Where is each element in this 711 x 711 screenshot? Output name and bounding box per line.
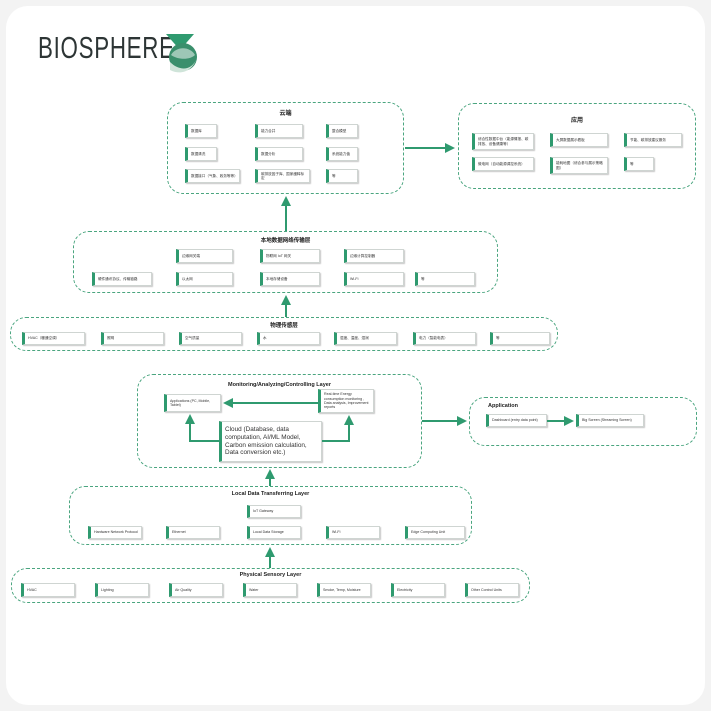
en-monitor-realtime-node: Real-time Energy consumption monitoring … bbox=[318, 389, 374, 413]
cn-app-item: 节能、碳排放建议服务 bbox=[624, 133, 682, 147]
cn-transfer-item: 边缘计算控制器 bbox=[344, 249, 404, 263]
cn-cloud-item: 数据分析 bbox=[255, 147, 303, 161]
cn-sensory-item: 湿度、温度、湿润 bbox=[334, 332, 397, 345]
cn-transfer-item: Wi-Fi bbox=[344, 272, 404, 286]
cn-cloud-item: 数据库 bbox=[185, 124, 217, 138]
cn-sensory-item: 水 bbox=[257, 332, 320, 345]
cn-sensory-item: 照明 bbox=[101, 332, 164, 345]
en-sensory-item: Electricity bbox=[391, 583, 445, 597]
cn-transfer-item: 物联网 IoT 网关 bbox=[260, 249, 320, 263]
cn-app-item: 大屏数据展示看板 bbox=[550, 133, 608, 147]
cn-app-item: 能耗地图（综合参与展示策略图） bbox=[550, 157, 608, 174]
en-transfer-item: Ethernet bbox=[166, 526, 220, 539]
cn-transfer-item: 边缘网关端 bbox=[176, 249, 233, 263]
cn-cloud-title: 云端 bbox=[279, 111, 292, 117]
cn-transfer-title: 本地数据网络传输层 bbox=[260, 238, 311, 244]
en-monitor-title: Monitoring/Analyzing/Controlling Layer bbox=[228, 382, 331, 388]
en-transfer-item: Edge Computing Unit bbox=[405, 526, 465, 539]
en-application-bigscreen-node: Big Screen (Streaming Screen) bbox=[576, 414, 644, 427]
en-monitor-apps-node: Applications (PC, Mobile, Tablet) bbox=[164, 394, 221, 412]
en-monitor-cloud-node: Cloud (Database, data computation, AI/ML… bbox=[219, 421, 322, 462]
cn-cloud-item: 系统能力值 bbox=[326, 147, 358, 161]
cn-app-title: 应用 bbox=[570, 118, 583, 124]
brand-logo: BIOSPHERE bbox=[38, 30, 175, 66]
cn-app-item: 等 bbox=[624, 157, 654, 171]
en-transfer-item: Hardware Network Protocol bbox=[88, 526, 142, 539]
en-transfer-iot-node: IoT Gateway bbox=[247, 505, 301, 518]
cn-sensory-item: 空气质量 bbox=[179, 332, 242, 345]
cn-transfer-item: 等 bbox=[415, 272, 475, 286]
cn-cloud-item: 数据接口（气象、政务等等） bbox=[185, 169, 240, 183]
en-sensory-item: Water bbox=[243, 583, 297, 597]
en-application-title: Application bbox=[488, 403, 518, 409]
en-sensory-item: Other Control Units bbox=[465, 583, 519, 597]
cn-cloud-item: 等 bbox=[326, 169, 358, 183]
cn-transfer-item: 本地存储设备 bbox=[260, 272, 320, 286]
cn-sensory-item: HVAC（暖通空调） bbox=[22, 332, 85, 345]
cn-transfer-item: 硬件通讯协议、传输链路 bbox=[92, 272, 152, 286]
en-transfer-title: Local Data Transferring Layer bbox=[231, 491, 310, 497]
en-sensory-item: Lighting bbox=[95, 583, 149, 597]
en-transfer-item: Wi-Fi bbox=[326, 526, 380, 539]
en-sensory-title: Physical Sensory Layer bbox=[239, 572, 302, 578]
en-sensory-item: Smoke, Temp, Moisture bbox=[317, 583, 371, 597]
en-application-dashboard-node: Dashboard (entry data point) bbox=[486, 414, 547, 427]
cn-sensory-title: 物理传感层 bbox=[270, 323, 298, 329]
cn-app-item: 微电网（自动能源调控系统） bbox=[472, 157, 534, 171]
en-sensory-item: HVAC bbox=[21, 583, 75, 597]
cn-cloud-item: 碳排放因子库、国家缓释标定 bbox=[255, 169, 310, 183]
cn-sensory-item: 等 bbox=[490, 332, 550, 345]
cn-app-item: 综合性数据中台（能源情报、碳排放、设备健康等） bbox=[472, 133, 534, 150]
cn-transfer-item: 以太网 bbox=[176, 272, 233, 286]
cn-cloud-item: 能力合并 bbox=[255, 124, 303, 138]
cn-sensory-item: 电力（智能电表） bbox=[413, 332, 476, 345]
cn-cloud-item: 整合模型 bbox=[326, 124, 358, 138]
cn-cloud-item: 数据清洗 bbox=[185, 147, 217, 161]
en-sensory-item: Air Quality bbox=[169, 583, 223, 597]
en-transfer-item: Local Data Storage bbox=[247, 526, 301, 539]
brand-name: BIOSPHERE bbox=[38, 30, 175, 65]
